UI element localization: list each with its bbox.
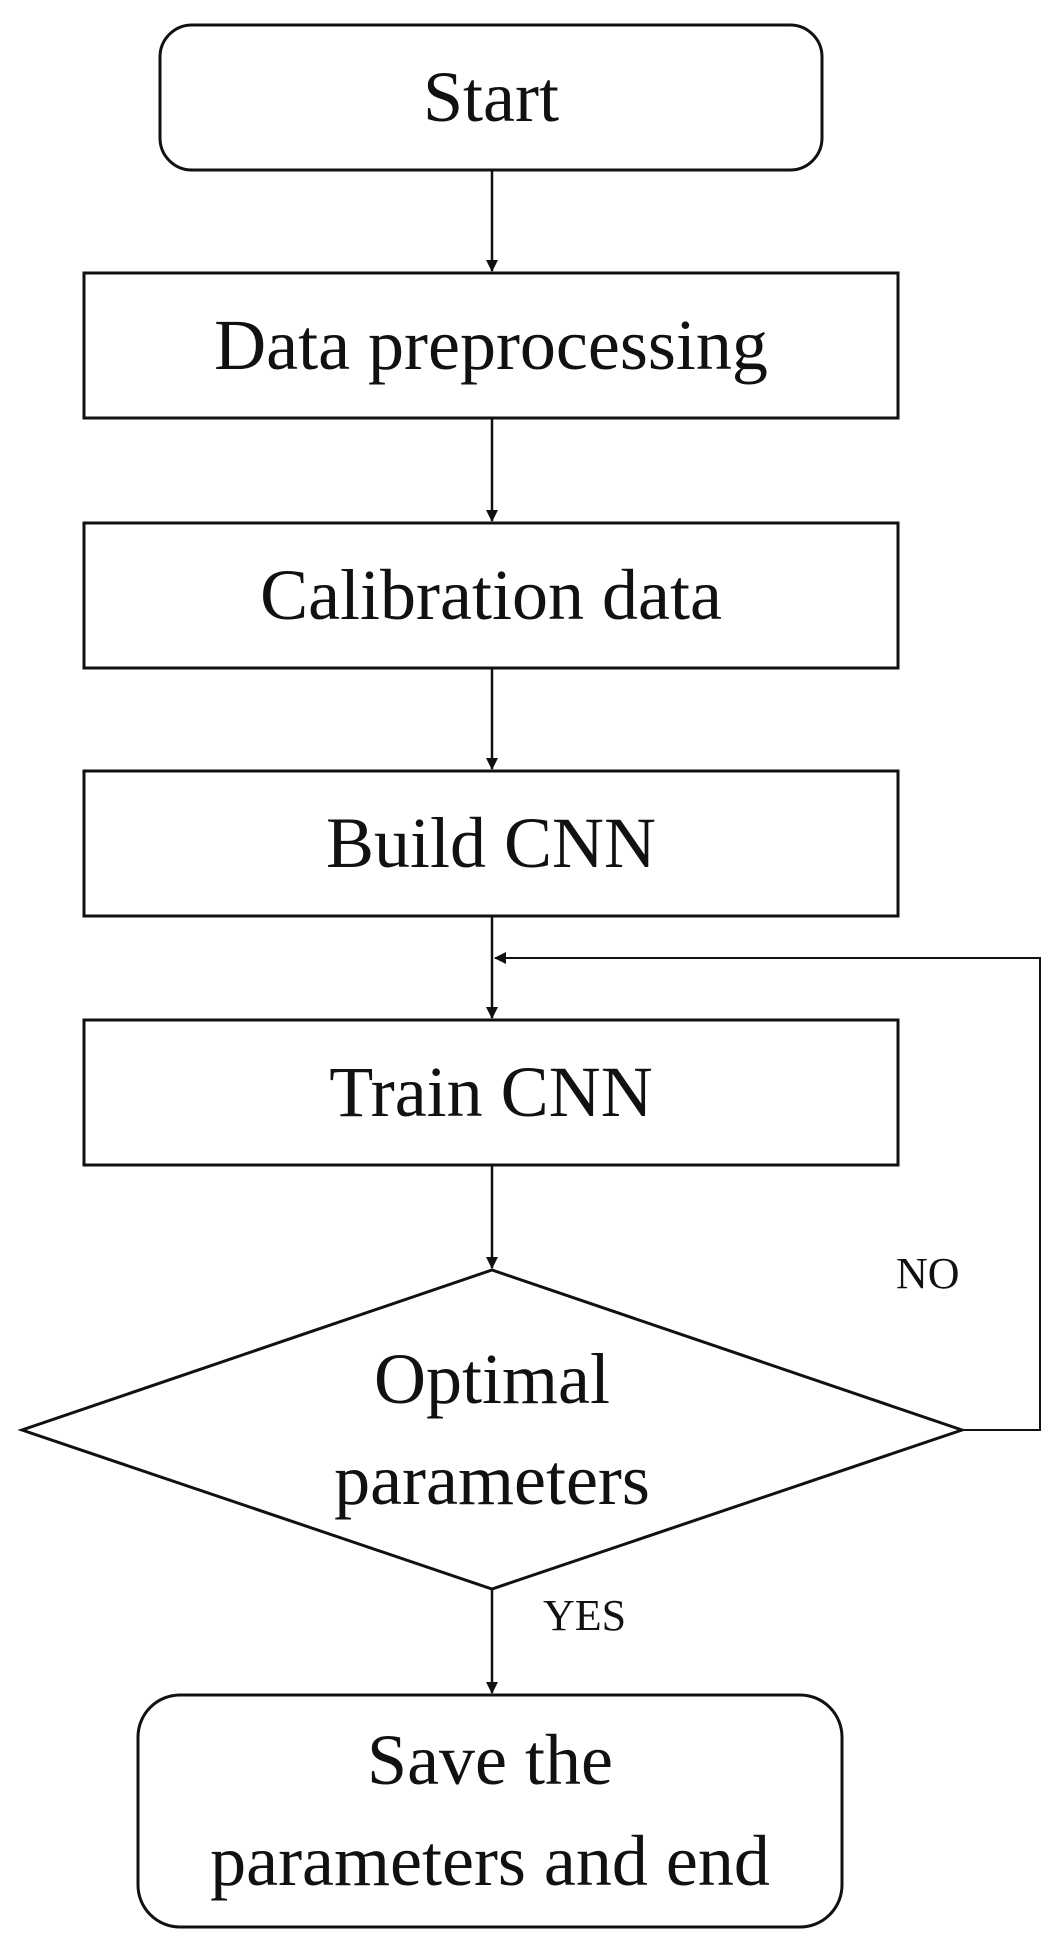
decision-label: Optimal parameters (192, 1310, 792, 1550)
preprocess-node (82, 271, 900, 420)
end-node (136, 1693, 844, 1929)
calibration-text: Calibration data (260, 555, 722, 636)
arrow-no-loop (494, 952, 1041, 1431)
calibration-label: Calibration data (84, 523, 898, 668)
build-node (82, 769, 900, 918)
start-text: Start (423, 57, 559, 138)
build-text: Build CNN (325, 803, 657, 884)
yes-edge-label: YES (543, 1591, 627, 1640)
build-label: Build CNN (84, 771, 898, 916)
decision-text-line2: parameters (334, 1440, 650, 1520)
end-text-line2: parameters and end (210, 1821, 770, 1901)
train-text: Train CNN (329, 1052, 653, 1133)
calibration-node (82, 521, 900, 670)
end-label: Save the parameters and end (138, 1695, 842, 1927)
start-label: Start (160, 25, 822, 170)
end-text-line1: Save the (367, 1720, 613, 1801)
train-label: Train CNN (84, 1020, 898, 1165)
decision-text-line1: Optimal (374, 1339, 610, 1420)
preprocess-text: Data preprocessing (214, 305, 768, 386)
no-edge-label: NO (896, 1249, 960, 1298)
preprocess-label: Data preprocessing (84, 273, 898, 418)
